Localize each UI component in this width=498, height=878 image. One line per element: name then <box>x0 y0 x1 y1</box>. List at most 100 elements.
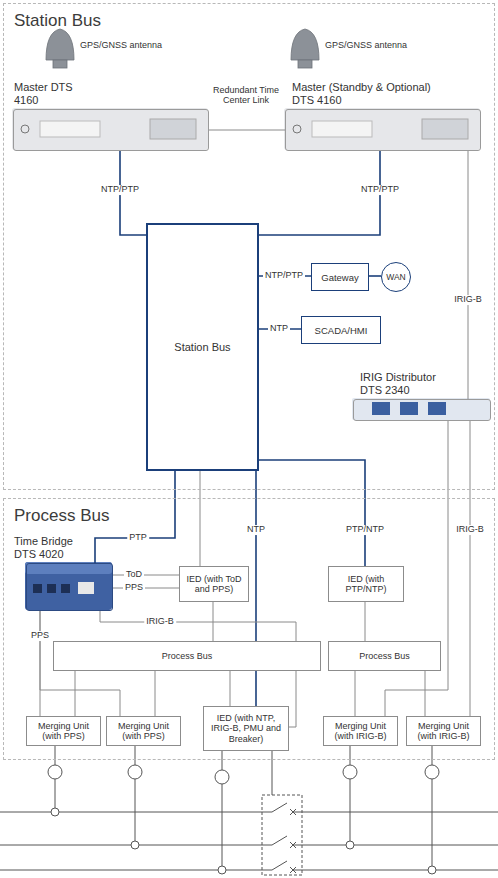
ct-tap <box>346 841 354 849</box>
network-box: SCADA/HMI <box>301 316 381 344</box>
signal-label: PTP/NTP <box>344 525 386 535</box>
antenna-dome <box>46 29 74 60</box>
ied-box: IED (with NTP, IRIG-B, PMU and Breaker) <box>203 706 289 751</box>
connector <box>230 671 231 706</box>
device-front <box>12 108 208 150</box>
ct-symbol <box>425 765 439 779</box>
box-label: Process Bus <box>162 651 213 661</box>
gnss-antenna <box>46 29 319 68</box>
connector <box>155 671 156 716</box>
antenna-dome <box>291 29 319 60</box>
antenna-label: GPS/GNSS antenna <box>80 40 162 50</box>
connector <box>355 671 356 716</box>
region-title: Station Bus <box>4 4 494 38</box>
ct-tap <box>51 808 59 816</box>
network-circle: WAN <box>381 262 411 292</box>
port <box>61 584 70 593</box>
device-case <box>25 562 112 610</box>
box-label: IED (with PTP/NTP) <box>332 574 400 595</box>
signal-label: PPS <box>123 583 145 593</box>
signal-label: PTP <box>127 533 149 543</box>
breaker-switch <box>262 836 302 848</box>
ct-symbol <box>48 765 62 779</box>
box-label: Merging Unit (with PPS) <box>110 721 177 742</box>
box-label: SCADA/HMI <box>315 325 368 336</box>
ct-lead <box>222 750 223 770</box>
connector <box>113 575 179 576</box>
ct-lead <box>135 745 136 765</box>
antenna-base <box>53 60 67 68</box>
connector <box>75 671 76 716</box>
device-front <box>284 108 480 150</box>
circuit-breaker <box>262 750 302 875</box>
ethernet-port <box>78 582 94 594</box>
signal-label: IRIG-B <box>454 525 486 535</box>
connector <box>365 602 366 641</box>
connector <box>470 421 471 716</box>
irig-distributor-body <box>352 398 490 420</box>
box-label: IED (with NTP, IRIG-B, PMU and Breaker) <box>207 713 285 744</box>
ct-lead <box>55 779 56 808</box>
connector <box>213 602 214 641</box>
signal-label: Redundant Time Center Link <box>205 86 287 106</box>
device-display <box>150 119 196 139</box>
box-label: Merging Unit (with PPS) <box>30 721 97 742</box>
ied-box: IED (with ToD and PPS) <box>179 566 249 602</box>
signal-label: IRIG-B <box>144 617 176 627</box>
ct-lead <box>432 745 433 765</box>
bus-region: Process Bus Time Bridge DTS 4020IED (with… <box>3 498 495 760</box>
device-heading: Master DTS 4160 <box>14 81 76 107</box>
power-button <box>293 125 301 133</box>
master-clock: Master DTS 4160 <box>13 109 209 151</box>
device-heading: Time Bridge DTS 4020 <box>14 535 86 561</box>
device-panel <box>40 121 100 137</box>
antenna-label: GPS/GNSS antenna <box>325 40 407 50</box>
port <box>47 584 56 593</box>
ct-lead <box>350 779 351 841</box>
box-label: WAN <box>386 272 406 282</box>
breaker-switch <box>262 861 302 873</box>
irig-distributor: IRIG Distributor DTS 2340 <box>353 399 491 421</box>
signal-label: IRIG-B <box>452 295 484 305</box>
box-label: Station Bus <box>174 341 230 353</box>
ct-lead <box>135 779 136 841</box>
ct-symbol <box>343 765 357 779</box>
connector <box>259 460 365 566</box>
merging-unit: Merging Unit (with PPS) <box>106 716 181 746</box>
current-transformers <box>48 745 439 874</box>
signal-label: ToD <box>124 570 144 580</box>
merging-unit: Merging Unit (with IRIG-B) <box>323 716 398 746</box>
device-heading: Master (Standby & Optional) DTS 4160 <box>292 81 452 107</box>
output-panel <box>372 402 390 415</box>
signal-label: NTP/PTP <box>359 185 401 195</box>
merging-unit: Merging Unit (with IRIG-B) <box>406 716 481 746</box>
box-label: Process Bus <box>359 651 410 661</box>
time-bridge-body <box>25 562 112 610</box>
ct-lead <box>55 745 56 765</box>
box-label: Merging Unit (with IRIG-B) <box>327 721 394 742</box>
breaker-switch <box>262 803 302 815</box>
connector <box>468 151 469 399</box>
signal-label: PPS <box>29 631 51 641</box>
device-display <box>422 119 468 139</box>
device-panel <box>312 121 372 137</box>
device-front <box>352 398 490 420</box>
ct-tap <box>428 866 436 874</box>
signal-label: NTP <box>268 324 290 334</box>
output-panel <box>428 402 446 415</box>
box-label: IED (with ToD and PPS) <box>183 574 245 595</box>
ct-symbol <box>128 765 142 779</box>
bus-region: Station BusMaster DTS 4160Master (Standb… <box>3 3 495 490</box>
network-box: Gateway <box>311 263 369 291</box>
process-bus-box: Process Bus <box>328 641 441 671</box>
connector <box>200 471 201 566</box>
connector <box>369 275 381 277</box>
box-label: Gateway <box>321 272 359 283</box>
antenna-base <box>298 60 312 68</box>
ct-lead <box>222 784 223 866</box>
ct-tap <box>131 841 139 849</box>
master-device-body <box>12 108 480 150</box>
connector <box>425 671 426 716</box>
output-panel <box>400 402 418 415</box>
